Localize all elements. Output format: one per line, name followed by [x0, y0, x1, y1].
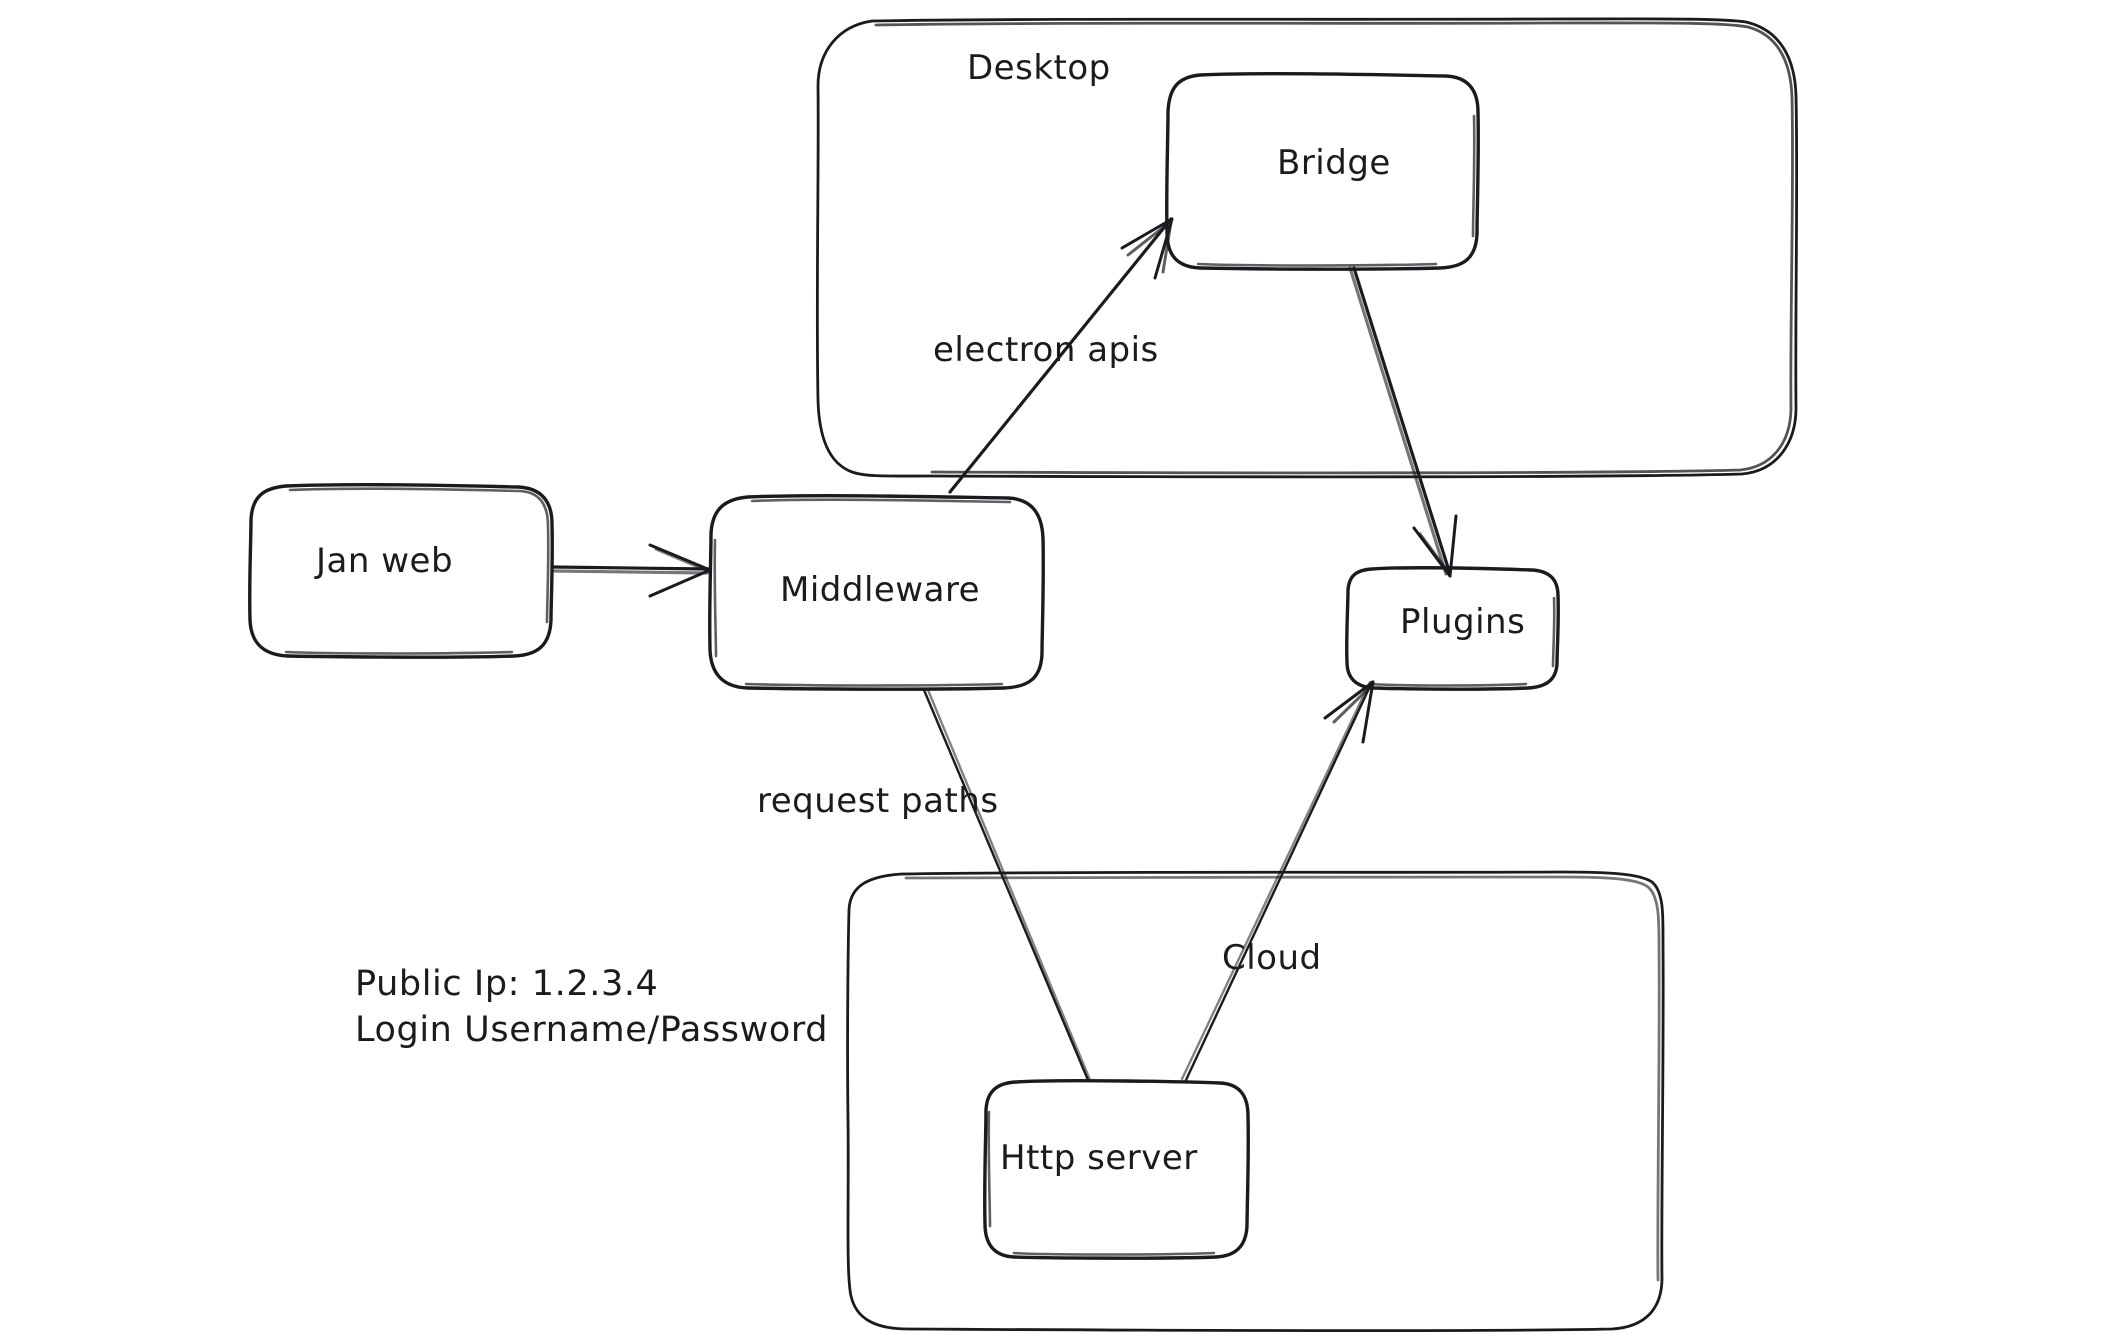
- node-label-bridge: Bridge: [1277, 143, 1391, 183]
- node-middleware-shape[interactable]: [708, 494, 1045, 691]
- node-plugins-shape[interactable]: [1345, 566, 1560, 691]
- edge-http-server-to-plugins[interactable]: [1180, 680, 1375, 1082]
- container-cloud-shape[interactable]: [846, 870, 1665, 1332]
- note-line-public-ip: Public Ip: 1.2.3.4: [355, 964, 659, 1004]
- edge-bridge-to-plugins[interactable]: [1348, 266, 1458, 578]
- node-http-server-shape[interactable]: [983, 1079, 1250, 1260]
- edge-jan-web-to-middleware[interactable]: [551, 543, 712, 598]
- edge-label-request-paths: request paths: [757, 781, 999, 821]
- edge-label-electron-apis: electron apis: [933, 330, 1159, 370]
- node-jan-web-shape[interactable]: [248, 483, 554, 659]
- note-public-ip: Public Ip: 1.2.3.4 Login Username/Passwo…: [355, 962, 828, 1053]
- edge-middleware-to-http-server[interactable]: [922, 688, 1092, 1082]
- node-label-middleware: Middleware: [780, 570, 981, 610]
- container-label-cloud: Cloud: [1222, 938, 1322, 978]
- node-label-http-server: Http server: [1000, 1138, 1198, 1178]
- edge-middleware-to-bridge[interactable]: [948, 217, 1174, 494]
- node-label-jan-web: Jan web: [316, 541, 454, 581]
- container-label-desktop: Desktop: [967, 48, 1111, 88]
- node-bridge-shape[interactable]: [1165, 72, 1480, 271]
- container-desktop-shape[interactable]: [815, 17, 1799, 479]
- note-line-login: Login Username/Password: [355, 1009, 829, 1050]
- node-label-plugins: Plugins: [1400, 602, 1526, 642]
